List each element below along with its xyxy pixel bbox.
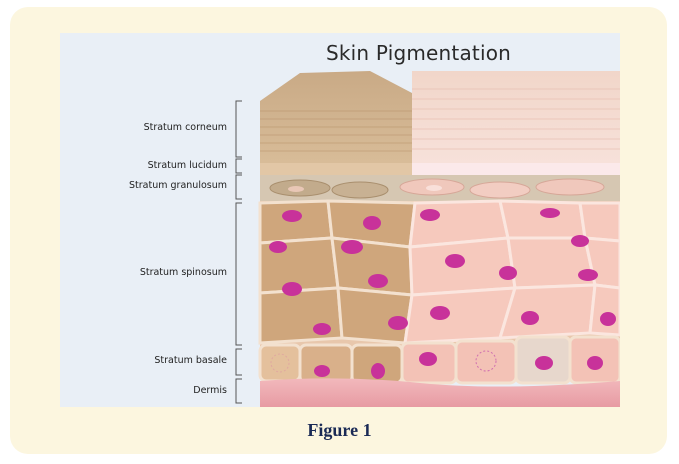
layer-brackets bbox=[236, 101, 242, 403]
label-stratum-corneum: Stratum corneum bbox=[144, 122, 227, 133]
skin-illustration bbox=[60, 33, 620, 407]
figure-card: Skin Pigmentation Stratum corneum Stratu… bbox=[10, 7, 667, 454]
label-dermis: Dermis bbox=[193, 385, 227, 396]
skin-diagram: Skin Pigmentation Stratum corneum Stratu… bbox=[60, 33, 620, 407]
stratum-corneum-layer bbox=[260, 71, 620, 163]
figure-caption: Figure 1 bbox=[0, 420, 679, 441]
stratum-basale-layer bbox=[260, 337, 620, 383]
label-stratum-basale: Stratum basale bbox=[154, 355, 227, 366]
stratum-lucidum-layer bbox=[260, 163, 620, 175]
label-stratum-lucidum: Stratum lucidum bbox=[148, 160, 227, 171]
figure-title: Skin Pigmentation bbox=[326, 41, 511, 65]
stratum-granulosum-layer bbox=[260, 175, 620, 201]
label-stratum-spinosum: Stratum spinosum bbox=[140, 267, 227, 278]
label-stratum-granulosum: Stratum granulosum bbox=[129, 180, 227, 191]
